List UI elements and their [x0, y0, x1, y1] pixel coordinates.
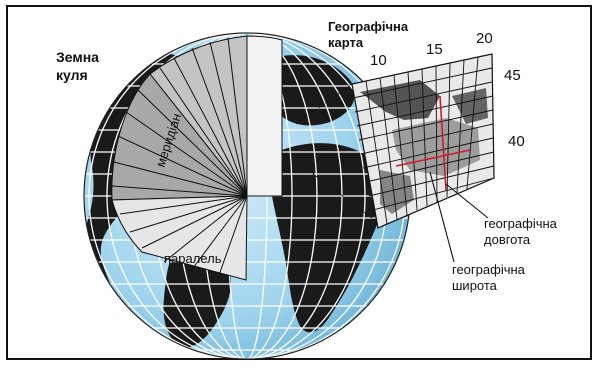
longitude-callout-line1: географічна: [484, 216, 558, 231]
longitude-callout-line2: довгота: [484, 232, 531, 247]
map-land-dark: [360, 80, 440, 120]
projection-lines: [295, 83, 373, 219]
globe-title-line1: Земна: [56, 49, 99, 65]
map-title-line2: карта: [328, 35, 364, 50]
callout-leaders: [429, 171, 489, 263]
latitude-tick-45: 45: [504, 67, 521, 84]
map-highlight-lines: [395, 95, 471, 191]
cutaway-wedges: [111, 35, 283, 281]
globe-title-line2: куля: [56, 67, 88, 83]
longitude-tick-15: 15: [426, 41, 443, 58]
longitude-tick-20: 20: [476, 30, 493, 47]
continent-africa: [270, 143, 384, 333]
meridian-radii: [111, 37, 248, 197]
equator-cut-face: [246, 35, 283, 197]
parallel-label: паралель: [164, 251, 222, 266]
map-panel: [351, 53, 495, 229]
latitude-callout-line2: широта: [452, 278, 498, 293]
meridian-wedge-face: [111, 73, 249, 201]
parallel-radii: [119, 195, 248, 279]
map-land-dark-2: [452, 88, 488, 124]
map-grid: [352, 56, 495, 225]
parallel-wedge: [111, 195, 248, 281]
longitude-tick-10: 10: [370, 52, 387, 69]
meridian-wedge: [149, 35, 248, 198]
latitude-callout-line1: географічна: [452, 262, 526, 277]
latitude-tick-40: 40: [508, 133, 525, 150]
map-title-line1: Географічна: [328, 19, 409, 34]
